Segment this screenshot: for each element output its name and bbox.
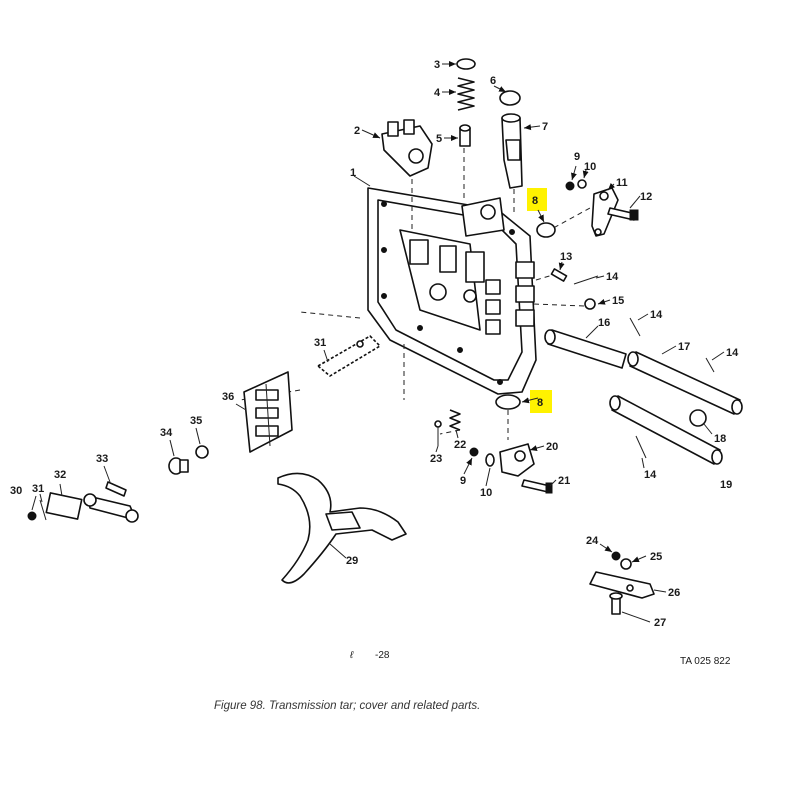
callout-9-lower: 9 bbox=[460, 475, 466, 487]
callout-19: 19 bbox=[720, 479, 732, 491]
transmission-cover bbox=[367, 187, 537, 395]
callout-36: 36 bbox=[222, 391, 234, 403]
part-29-shift-fork bbox=[277, 472, 407, 584]
part-14-pin-d bbox=[635, 435, 647, 459]
part-11-lever bbox=[591, 187, 619, 237]
highlight-part-8-lower bbox=[530, 390, 552, 413]
part-4-spring bbox=[457, 77, 475, 111]
callout-7: 7 bbox=[542, 121, 548, 133]
parts-24-27-assembly bbox=[589, 551, 655, 615]
part-9-nut-lower bbox=[469, 447, 479, 457]
callout-2: 2 bbox=[354, 125, 360, 137]
part-5-plunger bbox=[459, 124, 471, 147]
part-15-plug bbox=[584, 298, 596, 310]
part-8-ring-upper bbox=[536, 222, 556, 238]
part-3-cap bbox=[456, 58, 476, 70]
callout-25: 25 bbox=[650, 551, 662, 563]
callout-5: 5 bbox=[436, 133, 442, 145]
part-7-shaft bbox=[501, 113, 523, 189]
part-14-pin-a bbox=[573, 275, 599, 285]
callout-8-upper: 8 bbox=[532, 195, 538, 207]
part-14-pin-b bbox=[629, 317, 641, 337]
callout-4: 4 bbox=[434, 87, 441, 99]
callout-33: 33 bbox=[96, 453, 108, 465]
leader-lines bbox=[31, 61, 725, 623]
part-36-plate bbox=[243, 371, 293, 453]
callout-9-upper: 9 bbox=[574, 151, 580, 163]
highlight-part-8-upper bbox=[527, 188, 547, 211]
callout-3: 3 bbox=[434, 59, 440, 71]
part-2-bracket bbox=[381, 119, 433, 177]
part-12-bolt bbox=[607, 207, 639, 221]
callout-14-a: 14 bbox=[606, 271, 619, 283]
part-22-spring bbox=[449, 409, 461, 431]
callout-14-d: 14 bbox=[644, 469, 657, 481]
part-6-plug bbox=[499, 90, 521, 106]
part-31-pin bbox=[39, 499, 47, 521]
callout-12: 12 bbox=[640, 191, 652, 203]
callout-32: 32 bbox=[54, 469, 66, 481]
part-18-ball bbox=[689, 409, 707, 427]
callout-15: 15 bbox=[612, 295, 624, 307]
ref-left-number: -28 bbox=[375, 650, 390, 661]
ref-right-code: TA 025 822 bbox=[680, 656, 731, 667]
part-17-rail bbox=[627, 351, 743, 415]
callout-23: 23 bbox=[430, 453, 442, 465]
part-31-lever-ghost bbox=[317, 335, 381, 377]
ref-left-glyph: ℓ bbox=[349, 650, 354, 661]
part-33-lever-arm bbox=[83, 481, 139, 523]
callout-34: 34 bbox=[160, 427, 173, 439]
part-10-washer-lower bbox=[485, 453, 495, 467]
part-34-plug bbox=[168, 457, 189, 475]
part-35-washer bbox=[195, 445, 209, 459]
callout-18: 18 bbox=[714, 433, 726, 445]
callout-14-b: 14 bbox=[650, 309, 663, 321]
callout-8-lower: 8 bbox=[537, 397, 543, 409]
callout-31-lower: 31 bbox=[32, 483, 44, 495]
callout-labels: 1 2 3 4 5 6 7 8 8 9 10 11 12 13 14 15 16… bbox=[10, 59, 739, 629]
callout-29: 29 bbox=[346, 555, 358, 567]
part-20-block bbox=[499, 443, 535, 477]
callout-14-c: 14 bbox=[726, 347, 739, 359]
callout-24: 24 bbox=[586, 535, 599, 547]
callout-13: 13 bbox=[560, 251, 572, 263]
callout-1: 1 bbox=[350, 167, 356, 179]
part-19-rail bbox=[609, 395, 723, 465]
part-30-screw bbox=[27, 511, 37, 521]
callout-21: 21 bbox=[558, 475, 570, 487]
callout-11: 11 bbox=[616, 177, 628, 189]
part-9-nut-upper bbox=[565, 181, 575, 191]
figure-caption: Figure 98. Transmission tar; cover and r… bbox=[214, 700, 481, 712]
callout-22: 22 bbox=[454, 439, 466, 451]
callout-26: 26 bbox=[668, 587, 680, 599]
callout-20: 20 bbox=[546, 441, 558, 453]
callout-17: 17 bbox=[678, 341, 690, 353]
part-16-rod bbox=[544, 329, 627, 369]
callout-10-upper: 10 bbox=[584, 161, 596, 173]
callout-31-upper: 31 bbox=[314, 337, 326, 349]
part-32-plate bbox=[45, 492, 83, 520]
callout-16: 16 bbox=[598, 317, 610, 329]
part-23-poppet bbox=[434, 420, 442, 446]
callout-35: 35 bbox=[190, 415, 202, 427]
part-10-washer-upper bbox=[577, 179, 587, 189]
part-14-pin-c bbox=[705, 357, 715, 373]
callout-27: 27 bbox=[654, 617, 666, 629]
callout-6: 6 bbox=[490, 75, 496, 87]
part-13-dowel bbox=[550, 268, 568, 282]
callout-10-lower: 10 bbox=[480, 487, 492, 499]
callout-30: 30 bbox=[10, 485, 22, 497]
part-8-ring-lower bbox=[495, 394, 521, 410]
part-21-bolt bbox=[521, 479, 553, 494]
